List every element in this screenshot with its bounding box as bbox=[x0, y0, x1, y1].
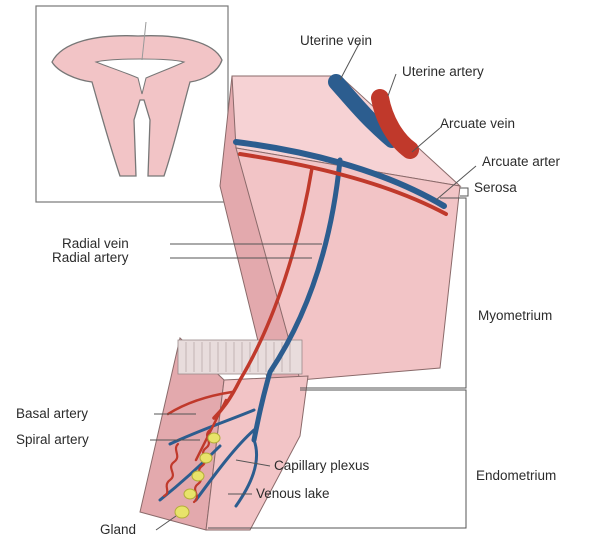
label-radial-artery: Radial artery bbox=[52, 250, 129, 265]
label-arcuate-vein: Arcuate vein bbox=[440, 116, 515, 131]
label-uterine-artery: Uterine artery bbox=[402, 64, 484, 79]
gland-5 bbox=[175, 506, 189, 518]
label-venous-lake: Venous lake bbox=[256, 486, 330, 501]
gland-1 bbox=[208, 433, 220, 443]
label-gland: Gland bbox=[100, 522, 136, 537]
label-radial-vein: Radial vein bbox=[62, 236, 129, 251]
uterus-inset bbox=[36, 6, 228, 202]
label-uterine-vein: Uterine vein bbox=[300, 33, 372, 48]
label-capillary-plexus: Capillary plexus bbox=[274, 458, 370, 473]
label-endometrium: Endometrium bbox=[476, 468, 556, 483]
gland-4 bbox=[184, 489, 196, 499]
label-basal-artery: Basal artery bbox=[16, 406, 88, 421]
gland-3 bbox=[192, 471, 204, 481]
label-serosa: Serosa bbox=[474, 180, 517, 195]
serosa-bracket bbox=[460, 188, 468, 196]
label-spiral-artery: Spiral artery bbox=[16, 432, 89, 447]
label-arcuate-artery: Arcuate arter bbox=[482, 154, 561, 169]
gland-2 bbox=[200, 453, 212, 463]
basal-layer-hatch bbox=[178, 340, 302, 374]
label-myometrium: Myometrium bbox=[478, 308, 552, 323]
